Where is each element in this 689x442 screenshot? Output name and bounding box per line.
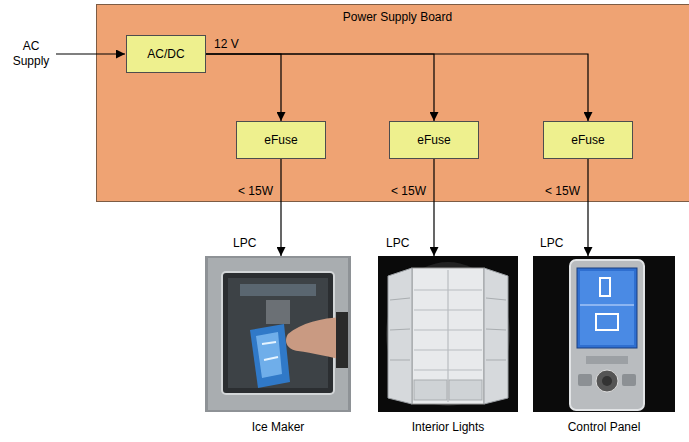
ice-maker-photo-part <box>256 332 282 378</box>
control-panel-photo-part <box>602 376 612 386</box>
control-panel-photo-part <box>578 374 592 386</box>
ice-maker-photo-part <box>208 258 348 410</box>
supply-arrow <box>56 53 125 54</box>
interior-lights-photo-part <box>386 262 510 406</box>
ice-maker-photo-part <box>250 324 290 388</box>
control-panel-photo-part <box>577 268 637 348</box>
interior-lights-photo-part <box>414 350 482 351</box>
label-holder: LPC <box>540 236 563 250</box>
label-holder: LPC <box>386 236 409 250</box>
photo-caption: Ice Maker <box>252 420 305 434</box>
power-connector <box>206 54 281 121</box>
board-panel: Power Supply BoardAC/DC eFuse eFuse eFuse <box>96 4 689 202</box>
power-label: < 15W <box>238 184 273 198</box>
block-label: eFuse <box>264 133 297 147</box>
ice-maker-photo-part <box>240 284 316 296</box>
edge-label-holder: < 15W <box>238 184 273 198</box>
interface-label: LPC <box>540 236 563 250</box>
interior-lights-photo-part <box>486 298 506 300</box>
control-panel-photo-part <box>580 305 634 306</box>
appliance-photo: Control Panel <box>533 256 675 434</box>
power-connector <box>280 159 281 256</box>
ice-maker-photo <box>205 256 351 412</box>
connector-group <box>206 54 588 256</box>
control-panel-photo <box>533 256 675 412</box>
interior-lights-photo <box>378 256 518 412</box>
power-connector <box>433 159 434 256</box>
interior-lights-photo-part <box>414 370 482 371</box>
function-block: eFuse <box>543 121 633 159</box>
control-panel-photo-part <box>596 370 618 392</box>
interior-lights-photo-part <box>484 268 508 404</box>
input-label: AC Supply <box>8 39 54 69</box>
control-panel-photo-part <box>533 256 675 412</box>
block-label: eFuse <box>417 133 450 147</box>
board-title: Power Supply Board <box>97 5 689 24</box>
edge-label-holder: < 15W <box>391 184 426 198</box>
power-label: < 15W <box>545 184 580 198</box>
control-panel-photo-part <box>580 271 634 345</box>
ice-maker-photo-part <box>336 312 348 368</box>
interior-lights-photo-part <box>388 268 412 404</box>
voltage-label: 12 V <box>214 37 239 51</box>
interior-lights-photo-part <box>414 310 482 311</box>
interior-lights-photo-part <box>412 268 484 404</box>
control-panel-photo-part <box>622 374 636 386</box>
ice-maker-photo-part <box>205 256 351 412</box>
appliance-photo: Ice Maker <box>205 256 351 434</box>
appliance-photo: Interior Lights <box>378 256 518 434</box>
power-label: < 15W <box>391 184 426 198</box>
interior-lights-photo-part <box>390 360 410 361</box>
edge-label-holder: < 15W <box>545 184 580 198</box>
interface-label: LPC <box>233 236 256 250</box>
power-connector <box>206 54 588 121</box>
control-panel-photo-part <box>600 278 610 296</box>
ice-maker-photo-part <box>264 357 278 360</box>
power-connector <box>587 159 588 256</box>
ice-maker-photo-part <box>262 342 276 344</box>
interior-lights-photo-part <box>378 256 518 412</box>
ice-maker-photo-part <box>266 300 290 324</box>
interior-lights-photo-part <box>390 298 410 300</box>
photo-caption: Control Panel <box>568 420 641 434</box>
block-label: AC/DC <box>147 47 184 61</box>
photo-caption: Interior Lights <box>412 420 485 434</box>
interior-lights-photo-part <box>449 380 482 400</box>
interior-lights-photo-part <box>414 290 482 291</box>
function-block: eFuse <box>389 121 479 159</box>
interior-lights-photo-part <box>486 360 506 361</box>
function-block: eFuse <box>236 121 326 159</box>
control-panel-photo-part <box>586 356 628 364</box>
function-block: AC/DC <box>126 35 206 73</box>
interior-lights-photo-part <box>414 380 447 400</box>
power-connector <box>206 54 434 121</box>
label-holder: AC Supply <box>8 39 54 69</box>
interior-lights-photo-part <box>414 330 482 331</box>
edge-label-holder: 12 V <box>214 37 239 51</box>
interior-lights-photo-part <box>390 329 410 330</box>
interior-lights-photo-part <box>486 329 506 330</box>
control-panel-photo-part <box>596 314 618 330</box>
control-panel-photo-part <box>570 260 644 410</box>
label-holder: LPC <box>233 236 256 250</box>
interface-label: LPC <box>386 236 409 250</box>
block-label: eFuse <box>571 133 604 147</box>
